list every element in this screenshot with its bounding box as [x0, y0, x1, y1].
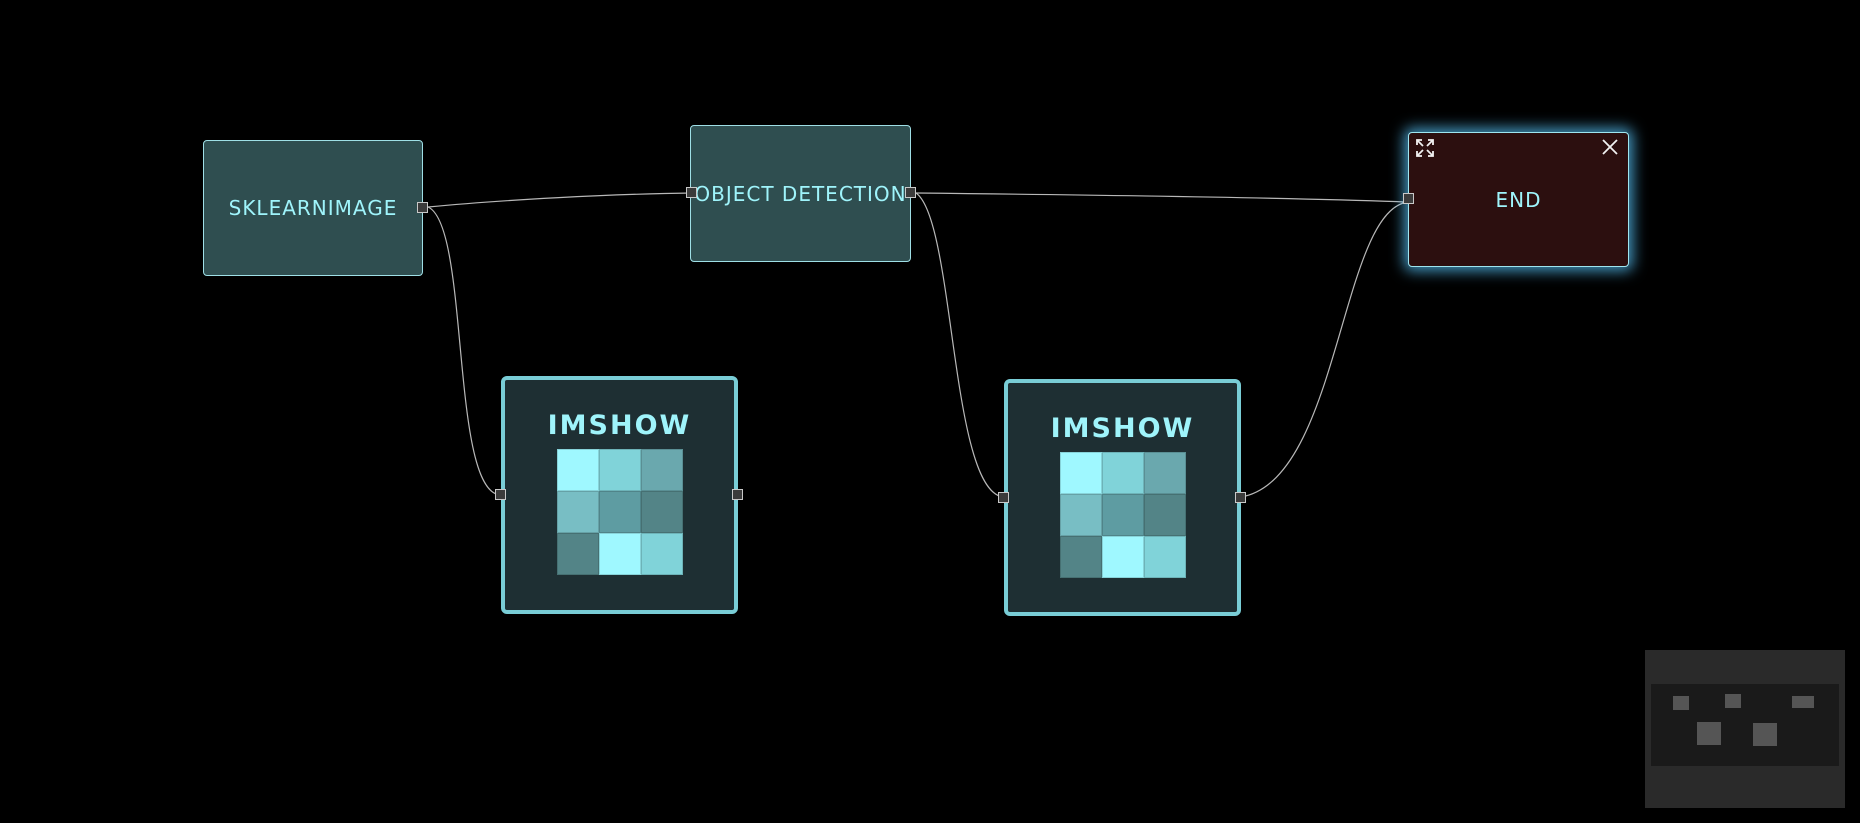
preview-pixel	[1143, 494, 1186, 536]
node-label: END	[1495, 187, 1542, 212]
edge-object-detection-to-imshow-2	[915, 192, 1004, 498]
preview-pixel	[556, 449, 599, 491]
expand-arrows-icon[interactable]	[1414, 137, 1436, 164]
node-label: IMSHOW	[1050, 413, 1195, 444]
output-port[interactable]	[905, 187, 916, 198]
minimap-node	[1697, 722, 1721, 745]
minimap-node	[1753, 723, 1777, 746]
preview-pixel	[556, 491, 599, 533]
preview-pixel	[1059, 536, 1102, 578]
edge-object-detection-to-end	[915, 192, 1409, 203]
node-imshow-1[interactable]: IMSHOW	[501, 376, 738, 614]
node-label: OBJECT DETECTION	[694, 181, 907, 206]
minimap-node	[1673, 696, 1689, 710]
preview-pixel	[598, 533, 641, 575]
output-port[interactable]	[732, 489, 743, 500]
image-preview	[556, 449, 683, 575]
output-port[interactable]	[1235, 492, 1246, 503]
preview-pixel	[640, 491, 683, 533]
preview-pixel	[1143, 536, 1186, 578]
input-port[interactable]	[998, 492, 1009, 503]
preview-pixel	[1101, 452, 1144, 494]
preview-pixel	[1059, 494, 1102, 536]
input-port[interactable]	[1403, 193, 1414, 204]
edge-imshow-2-to-end	[1240, 201, 1409, 498]
preview-pixel	[640, 533, 683, 575]
input-port[interactable]	[686, 187, 697, 198]
node-label: IMSHOW	[547, 410, 692, 441]
preview-pixel	[1059, 452, 1102, 494]
minimap[interactable]	[1645, 650, 1845, 808]
preview-pixel	[1101, 536, 1144, 578]
node-object-detection[interactable]: OBJECT DETECTION	[690, 125, 911, 262]
preview-pixel	[556, 533, 599, 575]
edge-sklearnimage-to-imshow-1	[427, 206, 501, 496]
preview-pixel	[598, 491, 641, 533]
close-icon[interactable]	[1600, 137, 1620, 162]
node-imshow-2[interactable]: IMSHOW	[1004, 379, 1241, 616]
preview-pixel	[1101, 494, 1144, 536]
node-label: SKLEARNIMAGE	[228, 196, 398, 220]
minimap-viewport[interactable]	[1651, 684, 1839, 766]
image-preview	[1059, 452, 1186, 578]
minimap-node	[1725, 694, 1741, 708]
node-sklearnimage[interactable]: SKLEARNIMAGE	[203, 140, 423, 276]
preview-pixel	[640, 449, 683, 491]
output-port[interactable]	[417, 202, 428, 213]
minimap-node	[1792, 696, 1814, 708]
node-end[interactable]: END	[1408, 132, 1629, 267]
input-port[interactable]	[495, 489, 506, 500]
edge-sklearnimage-to-object-detection	[427, 192, 693, 208]
preview-pixel	[598, 449, 641, 491]
preview-pixel	[1143, 452, 1186, 494]
